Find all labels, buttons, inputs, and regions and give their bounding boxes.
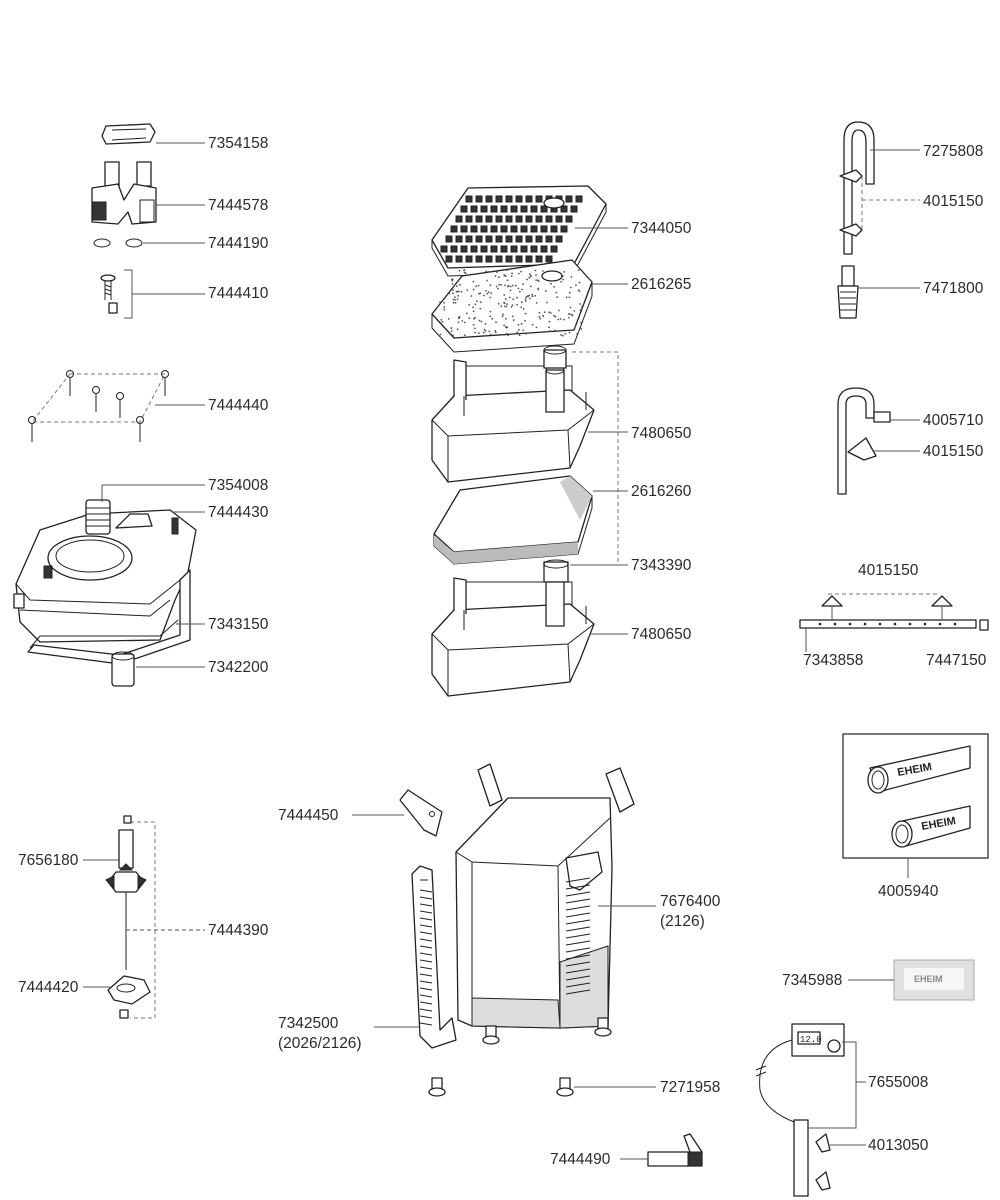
label-4005710: 4005710 (923, 412, 984, 429)
label-7343150: 7343150 (208, 616, 269, 633)
label-4015150-b: 4015150 (923, 443, 984, 460)
part-grease-7345988: EHEIM (848, 959, 975, 1001)
label-4015150-a: 4015150 (923, 193, 984, 210)
part-latch-7444450 (352, 789, 443, 837)
part-pin-7444410 (100, 269, 205, 319)
label-7444420: 7444420 (18, 979, 79, 996)
label-4013050: 4013050 (868, 1137, 929, 1154)
part-hoses-4005940: EHEIM EHEIM (842, 733, 989, 878)
label-7343390: 7343390 (631, 557, 692, 574)
label-7344050: 7344050 (631, 220, 692, 237)
part-feet-7271958 (428, 1077, 656, 1097)
hose-brand-text-1: EHEIM (896, 761, 932, 779)
part-strip-7444490 (620, 1133, 703, 1167)
label-7444450: 7444450 (278, 807, 339, 824)
label-2616265: 2616265 (631, 276, 691, 293)
part-nozzle-7471800 (837, 265, 920, 319)
label-7676400-note: (2126) (660, 913, 705, 930)
part-intake-pipe-4005710 (837, 387, 920, 495)
grease-brand-text: EHEIM (914, 974, 943, 984)
part-canister-7676400 (455, 763, 656, 1045)
label-7342500: 7342500 (278, 1015, 339, 1032)
label-7444490: 7444490 (550, 1151, 611, 1168)
label-7271958: 7271958 (660, 1079, 720, 1096)
label-7471800: 7471800 (923, 280, 984, 297)
label-7655008: 7655008 (868, 1074, 928, 1091)
part-pad-2616260 (433, 475, 628, 565)
label-4015150-c: 4015150 (858, 562, 919, 579)
label-4005940: 4005940 (878, 883, 939, 900)
part-screws-7444440 (28, 370, 205, 442)
label-7444430: 7444430 (208, 504, 269, 521)
label-7354158: 7354158 (208, 135, 268, 152)
label-7342200: 7342200 (208, 659, 269, 676)
label-7480650-bottom: 7480650 (631, 626, 692, 643)
label-7345988: 7345988 (782, 972, 842, 989)
part-basket-7480650-bottom (431, 577, 628, 697)
label-7444578: 7444578 (208, 197, 268, 214)
label-7676400: 7676400 (660, 893, 721, 910)
part-orings-7444190 (93, 238, 205, 248)
part-grid-plate-7344050 (431, 185, 628, 277)
label-7343858: 7343858 (803, 652, 863, 669)
label-7342500-note: (2026/2126) (278, 1035, 362, 1052)
label-7447150: 7447150 (926, 652, 987, 669)
label-7354008: 7354008 (208, 477, 268, 494)
part-heater-7655008: 12.0 (755, 1023, 866, 1197)
label-7656180: 7656180 (18, 852, 79, 869)
part-valve-7444578 (91, 161, 205, 225)
heater-display: 12.0 (800, 1035, 822, 1045)
label-7444440: 7444440 (208, 397, 269, 414)
label-7275808: 7275808 (923, 143, 983, 160)
label-7444390: 7444390 (208, 922, 269, 939)
part-impeller-7656180 (83, 815, 205, 1019)
part-basket-7480650-top (431, 345, 628, 483)
hose-brand-text-2: EHEIM (920, 815, 956, 833)
part-connector-7342500 (374, 865, 457, 1049)
part-pump-head-7343150 (13, 484, 205, 687)
part-clip-7354158 (101, 123, 205, 145)
part-sponge-2616265 (431, 259, 628, 353)
label-7480650-top: 7480650 (631, 425, 692, 442)
part-tube-7343390 (543, 559, 628, 583)
part-outlet-pipe-7275808 (839, 121, 920, 255)
label-7444410: 7444410 (208, 285, 269, 302)
label-7444190: 7444190 (208, 235, 269, 252)
label-2616260: 2616260 (631, 483, 692, 500)
part-spray-bar-7343858 (799, 593, 989, 652)
